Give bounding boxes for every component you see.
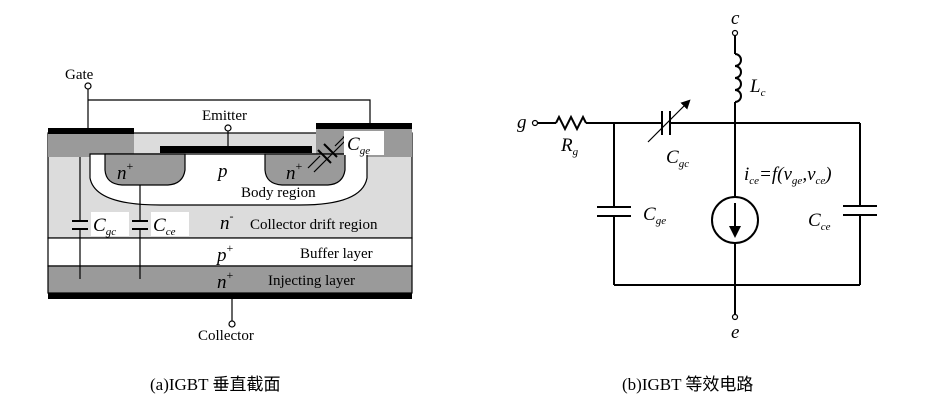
lc-label: Lc <box>749 76 766 99</box>
n-plus-left-region <box>104 153 186 186</box>
e-label: e <box>731 322 739 343</box>
caption-a: (a)IGBT 垂直截面 <box>150 375 280 394</box>
injecting-layer-label: Injecting layer <box>268 273 355 289</box>
panel-a-cross-section: Gate Emitter Collector n+ p n+ Body regi… <box>47 67 413 394</box>
cge-label-b: Cge <box>643 204 666 227</box>
emitter-metal <box>160 146 312 153</box>
emitter-label: Emitter <box>202 108 247 124</box>
g-terminal <box>531 119 539 127</box>
collector-terminal <box>228 320 236 328</box>
n-minus-label: n- <box>220 209 234 234</box>
drift-region-label: Collector drift region <box>250 217 378 233</box>
c-terminal <box>731 29 739 37</box>
gate-metal-left <box>48 128 134 134</box>
buffer-layer-label: Buffer layer <box>300 246 373 262</box>
n-plus-right-label: n+ <box>286 159 303 184</box>
caption-b: (b)IGBT 等效电路 <box>622 375 753 394</box>
n-plus-inject-label: n+ <box>217 268 234 293</box>
body-region-label: Body region <box>241 185 316 201</box>
collector-metal <box>48 293 412 299</box>
p-plus-label: p+ <box>215 241 234 266</box>
p-label: p <box>216 161 228 182</box>
gate-terminal <box>84 82 92 90</box>
buffer-layer <box>47 237 413 267</box>
cce-label-a: Cce <box>153 215 176 238</box>
ice-equation: ice=f(vge,vce) <box>744 164 832 187</box>
n-plus-left-label: n+ <box>117 159 134 184</box>
cce-label-b: Cce <box>808 210 831 233</box>
rg-label: Rg <box>560 135 579 158</box>
gate-label: Gate <box>65 67 94 83</box>
n-plus-right-region <box>264 153 346 186</box>
collector-label: Collector <box>198 328 254 344</box>
cgc-label-b: Cgc <box>666 147 689 170</box>
g-label: g <box>517 112 527 133</box>
gate-metal-right <box>316 123 412 129</box>
inductor-lc <box>734 53 742 103</box>
cge-label-a: Cge <box>347 134 370 157</box>
panel-b-equivalent-circuit: c g e Lc Rg Cgc Cge Cce ice=f(vge,vce) (… <box>517 8 877 394</box>
injecting-layer <box>47 265 413 294</box>
cgc-label-a: Cgc <box>93 215 116 238</box>
emitter-terminal <box>224 124 232 132</box>
resistor-rg <box>555 114 587 132</box>
oxide-left <box>48 133 134 157</box>
e-terminal <box>731 313 739 321</box>
c-label: c <box>731 8 740 29</box>
